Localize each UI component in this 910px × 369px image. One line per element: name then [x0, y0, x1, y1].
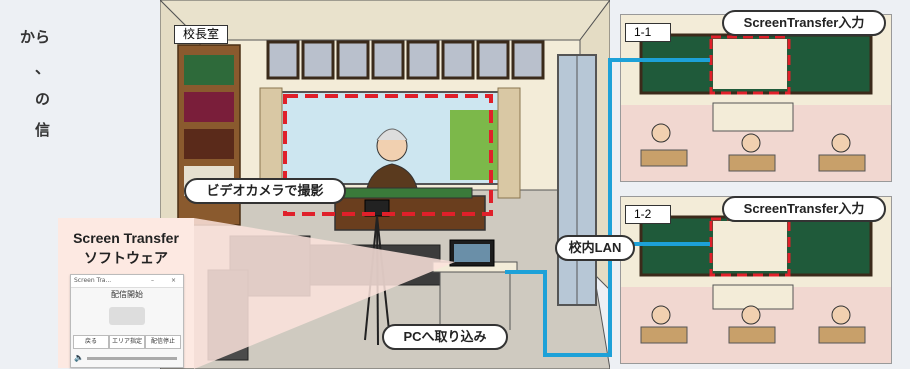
lan-label: 校内LAN	[555, 235, 635, 261]
software-title: Screen Transfer ソフトウェア	[73, 230, 179, 266]
back-button[interactable]: 戻る	[73, 335, 109, 349]
volume-icon[interactable]: 🔈	[74, 353, 84, 362]
start-broadcast-label[interactable]: 配信開始	[111, 290, 143, 299]
area-select-button[interactable]: エリア指定	[109, 335, 145, 349]
software-panel: Screen Transfer ソフトウェア Screen Tra... – ×…	[58, 218, 194, 368]
window-titlebar: Screen Tra... – ×	[71, 275, 183, 288]
minimize-icon[interactable]: –	[151, 277, 154, 284]
intro-text: から 、 の 信	[0, 22, 50, 146]
window-title: Screen Tra...	[74, 277, 112, 284]
screentransfer-input-label: ScreenTransfer入力	[722, 196, 886, 222]
video-camera-label: ビデオカメラで撮影	[184, 178, 346, 204]
volume-slider[interactable]	[87, 357, 177, 360]
intro-line: の	[34, 90, 50, 108]
intro-line: から	[19, 28, 50, 46]
intro-line: 、	[34, 59, 50, 77]
stop-broadcast-button[interactable]: 配信停止	[145, 335, 181, 349]
intro-line: 信	[34, 121, 50, 139]
class-1-2-label: 1-2	[625, 205, 671, 224]
capture-frame	[283, 94, 493, 216]
screentransfer-input-label: ScreenTransfer入力	[722, 10, 886, 36]
class-1-1-label: 1-1	[625, 23, 671, 42]
software-window: Screen Tra... – × 配信開始 戻る エリア指定 配信停止 🔈	[70, 274, 184, 368]
principal-room-label: 校長室	[174, 25, 229, 44]
close-icon[interactable]: ×	[171, 277, 177, 284]
pc-capture-label: PCへ取り込み	[382, 324, 508, 350]
projector-icon	[109, 307, 145, 325]
